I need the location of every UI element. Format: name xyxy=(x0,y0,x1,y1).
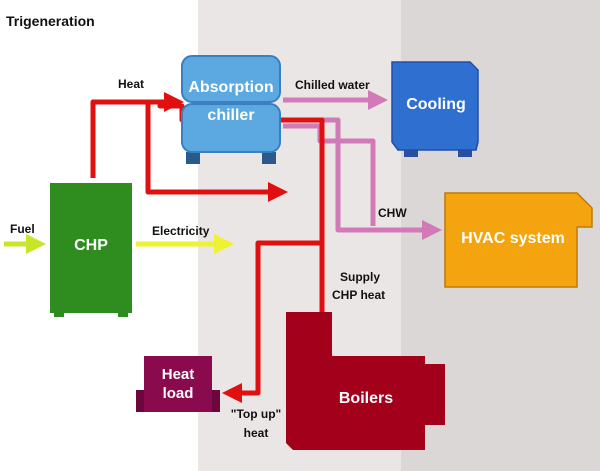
chiller-label-line-2: chiller xyxy=(207,107,254,124)
heat-load-unit: Heat load xyxy=(136,356,220,412)
absorption-chiller: Absorption chiller xyxy=(181,55,281,164)
heat-load-label-line-2: load xyxy=(163,385,194,402)
top-up-heat-pipe xyxy=(222,240,322,403)
top-up-heat-label-line-1: "Top up" xyxy=(231,407,281,421)
hvac-system: HVAC system xyxy=(444,192,593,288)
chilled-water-label: Chilled water xyxy=(295,78,370,92)
boilers-label: Boilers xyxy=(339,390,393,407)
heat-load-label-line-1: Heat xyxy=(162,366,195,383)
heat-branch xyxy=(145,102,288,202)
supply-chp-heat-label-line-1: Supply xyxy=(340,270,380,284)
chw-label: CHW xyxy=(378,206,407,220)
chiller-label-line-1: Absorption xyxy=(188,79,273,96)
hvac-label: HVAC system xyxy=(461,230,565,247)
supply-chp-heat-label-line-2: CHP heat xyxy=(332,288,385,302)
boilers-unit: Boilers xyxy=(286,312,445,450)
cooling-label: Cooling xyxy=(406,96,466,113)
diagram-title: Trigeneration xyxy=(6,13,95,29)
chp-unit: CHP xyxy=(50,183,132,317)
cooling-unit: Cooling xyxy=(391,61,479,157)
fuel-label: Fuel xyxy=(10,222,35,236)
heat-label: Heat xyxy=(118,77,144,91)
top-up-heat-label-line-2: heat xyxy=(244,426,269,440)
electricity-label: Electricity xyxy=(152,224,210,238)
chp-label: CHP xyxy=(74,237,108,254)
